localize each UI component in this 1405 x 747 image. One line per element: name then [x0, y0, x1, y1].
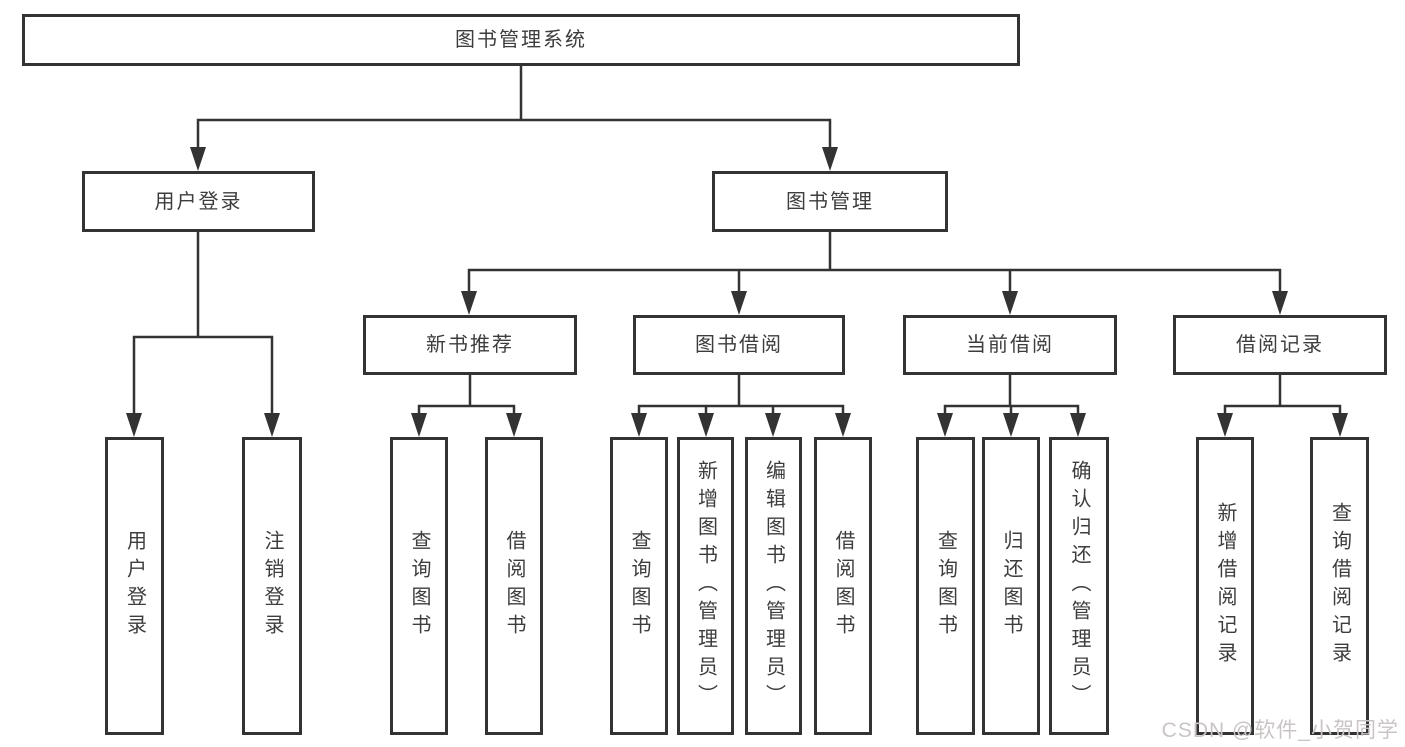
- csdn-watermark: CSDN @软件_小贺同学: [1161, 719, 1399, 742]
- arrowhead-icon: [1272, 291, 1288, 315]
- edge-user-login-rail: [132, 335, 274, 416]
- node-book-borrowing: 图书借阅: [633, 315, 845, 375]
- arrowhead-icon: [1217, 413, 1233, 437]
- arrowhead-icon: [1070, 413, 1086, 437]
- arrowhead-icon: [937, 413, 953, 437]
- arrowhead-icon: [835, 413, 851, 437]
- edge-root-rail: [196, 118, 832, 150]
- arrowhead-icon: [765, 413, 781, 437]
- edge-book-mgmt-rail: [467, 268, 1282, 294]
- node-borrowing-records: 借阅记录: [1173, 315, 1387, 375]
- arrowhead-icon: [126, 413, 142, 437]
- leaf-newbook-query-books: 查询图书: [390, 437, 448, 735]
- arrowhead-icon: [1002, 291, 1018, 315]
- arrowheads: [126, 147, 1348, 437]
- arrowhead-icon: [1003, 413, 1019, 437]
- arrowhead-icon: [731, 291, 747, 315]
- leaf-user-login: 用户登录: [105, 437, 164, 735]
- node-user-login: 用户登录: [82, 171, 315, 232]
- leaf-current-return-books: 归还图书: [982, 437, 1040, 735]
- node-current-borrowing: 当前借阅: [903, 315, 1117, 375]
- node-new-book-recommend: 新书推荐: [363, 315, 577, 375]
- leaf-logout: 注销登录: [242, 437, 302, 735]
- leaf-borrow-query-books: 查询图书: [610, 437, 668, 735]
- arrowhead-icon: [264, 413, 280, 437]
- leaf-borrow-borrow-books: 借阅图书: [814, 437, 872, 735]
- leaf-newbook-borrow-books: 借阅图书: [485, 437, 543, 735]
- leaf-borrow-add-books-admin: 新增图书（管理员）: [677, 437, 734, 735]
- node-library-management-system: 图书管理系统: [22, 14, 1020, 66]
- leaf-current-query-books: 查询图书: [916, 437, 975, 735]
- leaf-records-add-borrow-record: 新增借阅记录: [1196, 437, 1254, 735]
- arrowhead-icon: [411, 413, 427, 437]
- arrowhead-icon: [698, 413, 714, 437]
- arrowhead-icon: [1332, 413, 1348, 437]
- arrowhead-icon: [190, 147, 206, 171]
- arrowhead-icon: [506, 413, 522, 437]
- leaf-borrow-edit-books-admin: 编辑图书（管理员）: [745, 437, 802, 735]
- leaf-current-confirm-return-admin: 确认归还（管理员）: [1049, 437, 1109, 735]
- edge-new-book-rail: [417, 404, 516, 416]
- arrowhead-icon: [822, 147, 838, 171]
- arrowhead-icon: [461, 291, 477, 315]
- edge-borrow-records-rail: [1223, 404, 1342, 416]
- edge-book-borrow-rail: [637, 404, 845, 416]
- leaf-records-query-borrow-record: 查询借阅记录: [1310, 437, 1369, 735]
- node-book-management: 图书管理: [712, 171, 948, 232]
- arrowhead-icon: [631, 413, 647, 437]
